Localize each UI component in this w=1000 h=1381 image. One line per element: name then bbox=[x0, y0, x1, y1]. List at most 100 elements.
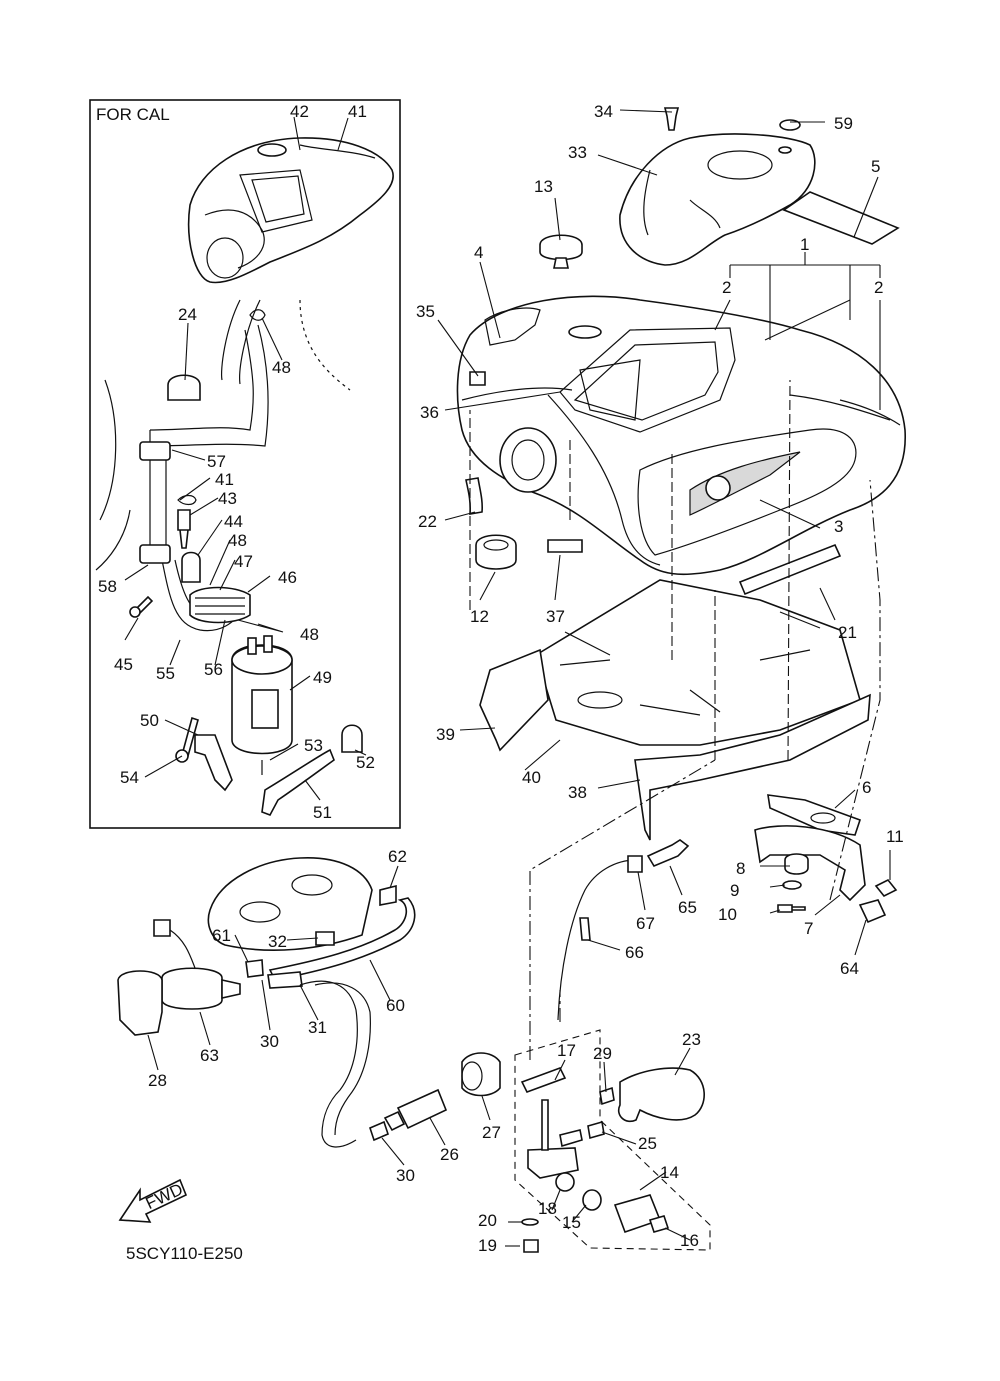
canister-49 bbox=[231, 635, 293, 775]
fuel-pump-63 bbox=[161, 967, 223, 1010]
callout-17: 17 bbox=[557, 1041, 576, 1060]
callout-6: 6 bbox=[862, 778, 871, 797]
callout-47: 47 bbox=[234, 552, 253, 571]
tube-44 bbox=[181, 551, 201, 583]
clamp-62 bbox=[379, 884, 397, 906]
leader-lines bbox=[124, 109, 891, 1247]
callout-11: 11 bbox=[886, 827, 904, 846]
callout-12: 12 bbox=[470, 607, 489, 626]
callout-36: 36 bbox=[420, 403, 439, 422]
callout-2-right: 2 bbox=[874, 278, 883, 297]
clip-64 bbox=[858, 899, 887, 924]
callout-44: 44 bbox=[224, 512, 243, 531]
clip-41-inset bbox=[177, 494, 197, 506]
callout-56: 56 bbox=[204, 660, 223, 679]
hose-22 bbox=[465, 477, 483, 515]
fuel-cock bbox=[527, 1147, 579, 1179]
pump-bracket-28 bbox=[117, 970, 163, 1036]
callout-19: 19 bbox=[478, 1236, 497, 1255]
bolt-11 bbox=[874, 878, 898, 898]
callout-25: 25 bbox=[638, 1134, 657, 1153]
bracket-17 bbox=[520, 1067, 567, 1093]
callout-20: 20 bbox=[478, 1211, 497, 1230]
callout-63: 63 bbox=[200, 1046, 219, 1065]
clamp-52 bbox=[341, 724, 363, 753]
washer-20 bbox=[521, 1218, 539, 1226]
callout-53: 53 bbox=[304, 736, 323, 755]
fwd-text: FWD bbox=[143, 1180, 186, 1214]
callout-51: 51 bbox=[313, 803, 332, 822]
fwd-arrow-icon: FWD bbox=[118, 1178, 188, 1223]
callout-41-top: 41 bbox=[348, 102, 367, 121]
callout-27: 27 bbox=[482, 1123, 501, 1142]
callout-labels: 1 2 2 3 4 5 6 7 8 9 10 11 12 13 14 15 16… bbox=[98, 102, 904, 1255]
callout-16: 16 bbox=[680, 1231, 699, 1250]
diagram-code: 5SCY110-E250 bbox=[126, 1244, 243, 1263]
callout-22: 22 bbox=[418, 512, 437, 531]
callout-2-left: 2 bbox=[722, 278, 731, 297]
fuel-filter-26 bbox=[396, 1088, 448, 1130]
o-ring-15 bbox=[582, 1189, 602, 1211]
valve-27 bbox=[461, 1052, 501, 1097]
screw-19 bbox=[523, 1239, 539, 1253]
fuel-hose-31 bbox=[267, 971, 303, 989]
cal-inset-frame bbox=[89, 99, 401, 829]
inset-fuel-tank bbox=[187, 137, 394, 284]
callout-55: 55 bbox=[156, 664, 175, 683]
callout-9: 9 bbox=[730, 881, 739, 900]
callout-37: 37 bbox=[546, 607, 565, 626]
callout-15: 15 bbox=[562, 1213, 581, 1232]
cap-13 bbox=[539, 234, 583, 261]
callout-7: 7 bbox=[804, 919, 813, 938]
callout-18: 18 bbox=[538, 1199, 557, 1218]
callout-21: 21 bbox=[838, 623, 857, 642]
callout-33: 33 bbox=[568, 143, 587, 162]
callout-61: 61 bbox=[212, 926, 231, 945]
valve-43 bbox=[177, 509, 191, 549]
callout-14: 14 bbox=[660, 1163, 679, 1182]
callout-26: 26 bbox=[440, 1145, 459, 1164]
label-5 bbox=[782, 191, 900, 245]
clamp-32 bbox=[315, 931, 335, 946]
callout-23: 23 bbox=[682, 1030, 701, 1049]
nut-67 bbox=[627, 855, 643, 873]
callout-48-low: 48 bbox=[300, 625, 319, 644]
bolt-10 bbox=[777, 904, 806, 913]
heat-shields bbox=[479, 579, 871, 841]
return-hose bbox=[299, 980, 358, 1148]
tank-cover-33 bbox=[619, 133, 816, 266]
callout-48-mid: 48 bbox=[228, 531, 247, 550]
callout-66: 66 bbox=[625, 943, 644, 962]
bracket-50 bbox=[194, 734, 233, 792]
callout-54: 54 bbox=[120, 768, 139, 787]
grommet-35 bbox=[469, 371, 486, 386]
main-fuel-tank bbox=[456, 295, 906, 576]
callout-46: 46 bbox=[278, 568, 297, 587]
callout-45: 45 bbox=[114, 655, 133, 674]
callout-39: 39 bbox=[436, 725, 455, 744]
clamp-61 bbox=[245, 959, 264, 978]
callout-40: 40 bbox=[522, 768, 541, 787]
callout-3: 3 bbox=[834, 517, 843, 536]
bracket-7 bbox=[754, 825, 866, 902]
cable-tie-66 bbox=[579, 917, 591, 941]
screw-16 bbox=[648, 1215, 670, 1233]
connector bbox=[153, 919, 171, 937]
callout-38: 38 bbox=[568, 783, 587, 802]
callout-28: 28 bbox=[148, 1071, 167, 1090]
clip-48-upper bbox=[249, 309, 266, 321]
hose-51 bbox=[261, 748, 335, 816]
callout-8: 8 bbox=[736, 859, 745, 878]
screw-34 bbox=[663, 107, 680, 131]
pad-37 bbox=[547, 539, 583, 553]
callout-49: 49 bbox=[313, 668, 332, 687]
air-filter-case bbox=[207, 857, 373, 951]
washer-9 bbox=[782, 880, 802, 890]
callout-42: 42 bbox=[290, 102, 309, 121]
seal-21 bbox=[738, 543, 842, 596]
clamp-24 bbox=[167, 374, 201, 401]
callout-43: 43 bbox=[218, 489, 237, 508]
callout-60: 60 bbox=[386, 996, 405, 1015]
callout-52: 52 bbox=[356, 753, 375, 772]
damper-8 bbox=[784, 853, 809, 875]
